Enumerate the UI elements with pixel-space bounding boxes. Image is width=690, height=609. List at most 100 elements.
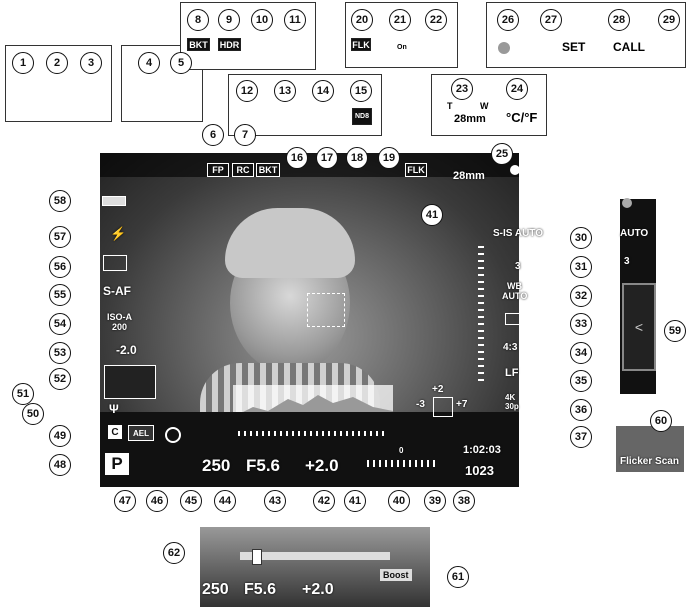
callout-54: 54 (49, 313, 71, 335)
callout-35: 35 (570, 370, 592, 392)
quality-label: LF (505, 367, 518, 379)
slider-handle[interactable] (252, 549, 262, 565)
flash-comp-value: -2.0 (116, 343, 137, 357)
callout-50: 50 (22, 403, 44, 425)
callout-12: 12 (236, 80, 258, 102)
callout-36: 36 (570, 399, 592, 421)
zoom-w-label: W (480, 101, 489, 111)
exp-zero-label: 0 (399, 446, 403, 455)
tone-curve-icon (433, 397, 453, 417)
exposure-meter (367, 460, 439, 467)
temp-label: °C/°F (506, 110, 537, 125)
iso-label: ISO-A (107, 312, 132, 322)
callout-10: 10 (251, 9, 273, 31)
callout-62: 62 (163, 542, 185, 564)
callout-24: 24 (506, 78, 528, 100)
callout-59: 59 (664, 320, 686, 342)
callout-44: 44 (214, 490, 236, 512)
wb-auto-label: AUTO (502, 291, 527, 301)
tone-right: +7 (456, 399, 467, 410)
side-tab-button[interactable]: < (622, 283, 656, 371)
side-auto-label: AUTO (620, 228, 648, 239)
callout-58: 58 (49, 190, 71, 212)
screen-flk-icon: FLK (405, 163, 427, 177)
callout-25: 25 (491, 143, 513, 165)
tone-minus: -3 (416, 399, 425, 410)
wb-label: WB (507, 281, 522, 291)
callout-14: 14 (312, 80, 334, 102)
side-panel-dot (622, 198, 632, 208)
child-hair (225, 208, 355, 278)
callout-42: 42 (313, 490, 335, 512)
iso-value: 200 (112, 322, 127, 332)
focus-peaking-slider[interactable] (240, 552, 390, 560)
flicker-scan-label: Flicker Scan (620, 456, 679, 467)
set-label: SET (562, 40, 585, 54)
callout-9: 9 (218, 9, 240, 31)
record-time: 1:02:03 (463, 444, 501, 456)
flk-on-label: On (397, 44, 407, 51)
callout-19: 19 (378, 147, 400, 169)
callout-16: 16 (286, 147, 308, 169)
aperture-value: F5.6 (246, 456, 280, 476)
box-nd-icon: ND8 (352, 108, 372, 125)
af-frame (307, 293, 345, 327)
side-3-label: 3 (624, 256, 630, 267)
callout-20: 20 (351, 9, 373, 31)
boost-label: Boost (380, 569, 412, 581)
box-hdr-icon: HDR (218, 38, 241, 51)
callout-7: 7 (234, 124, 256, 146)
callout-11: 11 (284, 9, 306, 31)
callout-8: 8 (187, 9, 209, 31)
callout-55: 55 (49, 284, 71, 306)
callout-3: 3 (80, 52, 102, 74)
screen-fp-icon: FP (207, 163, 229, 177)
callout-57: 57 (49, 226, 71, 248)
ael-icon: AEL (128, 425, 154, 441)
s-is-label: S-IS AUTO (493, 228, 543, 239)
callout-2: 2 (46, 52, 68, 74)
callout-1: 1 (12, 52, 34, 74)
callout-46: 46 (146, 490, 168, 512)
screen-bkt-icon: BKT (256, 163, 280, 177)
screen-zoom-mm: 28mm (453, 170, 485, 182)
exp-comp-value: +2.0 (305, 456, 339, 476)
callout-22: 22 (425, 9, 447, 31)
callout-41a: 41 (421, 204, 443, 226)
video-fps-label: 30p (505, 402, 519, 411)
callout-21: 21 (389, 9, 411, 31)
s-af-label: S-AF (103, 284, 131, 298)
callout-40: 40 (388, 490, 410, 512)
callout-39: 39 (424, 490, 446, 512)
callout-45: 45 (180, 490, 202, 512)
callout-18: 18 (346, 147, 368, 169)
callout-5: 5 (170, 52, 192, 74)
shutter-value: 250 (202, 456, 230, 476)
callout-60: 60 (650, 410, 672, 432)
callout-52: 52 (49, 368, 71, 390)
mode-c-icon: C (108, 425, 122, 439)
callout-34: 34 (570, 342, 592, 364)
zoom-t-label: T (447, 101, 453, 111)
callout-15: 15 (350, 80, 372, 102)
callout-51: 51 (12, 383, 34, 405)
tone-plus: +2 (432, 384, 443, 395)
callout-28: 28 (608, 9, 630, 31)
box-flk-icon: FLK (351, 38, 371, 51)
battery-icon (102, 196, 126, 206)
touch-icon[interactable] (104, 365, 156, 399)
callout-30: 30 (570, 227, 592, 249)
callout-47: 47 (114, 490, 136, 512)
metering-icon (103, 255, 127, 271)
callout-33: 33 (570, 313, 592, 335)
screen-live-icon (510, 165, 520, 175)
callout-23: 23 (451, 78, 473, 100)
callout-43: 43 (264, 490, 286, 512)
box-bkt-icon: BKT (187, 38, 210, 51)
remaining-shots: 1023 (465, 463, 494, 478)
callout-6: 6 (202, 124, 224, 146)
horizontal-level-bar (238, 431, 388, 436)
callout-38: 38 (453, 490, 475, 512)
callout-31: 31 (570, 256, 592, 278)
callout-48: 48 (49, 454, 71, 476)
